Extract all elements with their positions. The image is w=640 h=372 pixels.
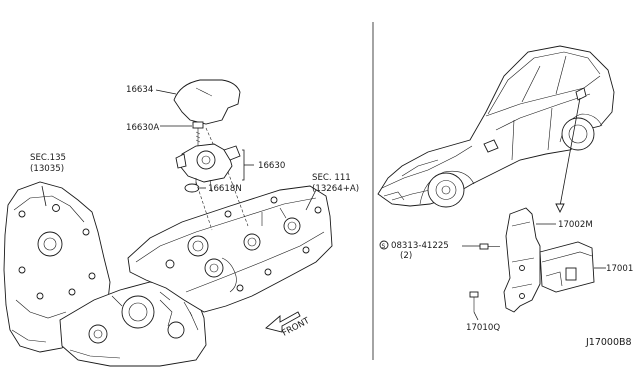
svg-text:S: S xyxy=(382,243,386,250)
engine-assembly-drawing xyxy=(3,181,333,367)
diagram-id: J17000B8 xyxy=(585,337,632,348)
label-17002m: 17002M xyxy=(558,220,593,230)
label-sec-135-ref: (13035) xyxy=(30,164,64,174)
o-ring xyxy=(184,183,200,193)
label-screw-qty: (2) xyxy=(400,251,412,261)
bolt-16630a xyxy=(192,121,204,146)
label-16630a: 16630A xyxy=(126,123,159,133)
bolt-17010q xyxy=(469,291,479,312)
label-16634: 16634 xyxy=(126,85,153,95)
label-17010q: 17010Q xyxy=(466,323,500,333)
screw-08313 xyxy=(479,243,500,250)
module-bracket xyxy=(503,207,541,313)
front-direction-arrow xyxy=(265,311,301,333)
high-pressure-pump xyxy=(175,143,241,193)
label-17001: 17001 xyxy=(606,264,633,274)
fuel-pump-cover xyxy=(173,79,241,125)
screw-marker-icon xyxy=(379,240,389,250)
vehicle-silhouette xyxy=(377,45,615,208)
control-module xyxy=(539,241,595,293)
label-sec-111-title: SEC. 111 xyxy=(312,173,351,183)
label-16630: 16630 xyxy=(258,161,285,171)
location-arrow xyxy=(559,97,581,207)
label-sec-135-title: SEC.135 xyxy=(30,153,66,163)
label-sec-111-ref: (13264+A) xyxy=(312,184,359,194)
label-16618n: 16618N xyxy=(208,184,242,194)
label-08313-41225: 08313-41225 xyxy=(391,241,449,251)
